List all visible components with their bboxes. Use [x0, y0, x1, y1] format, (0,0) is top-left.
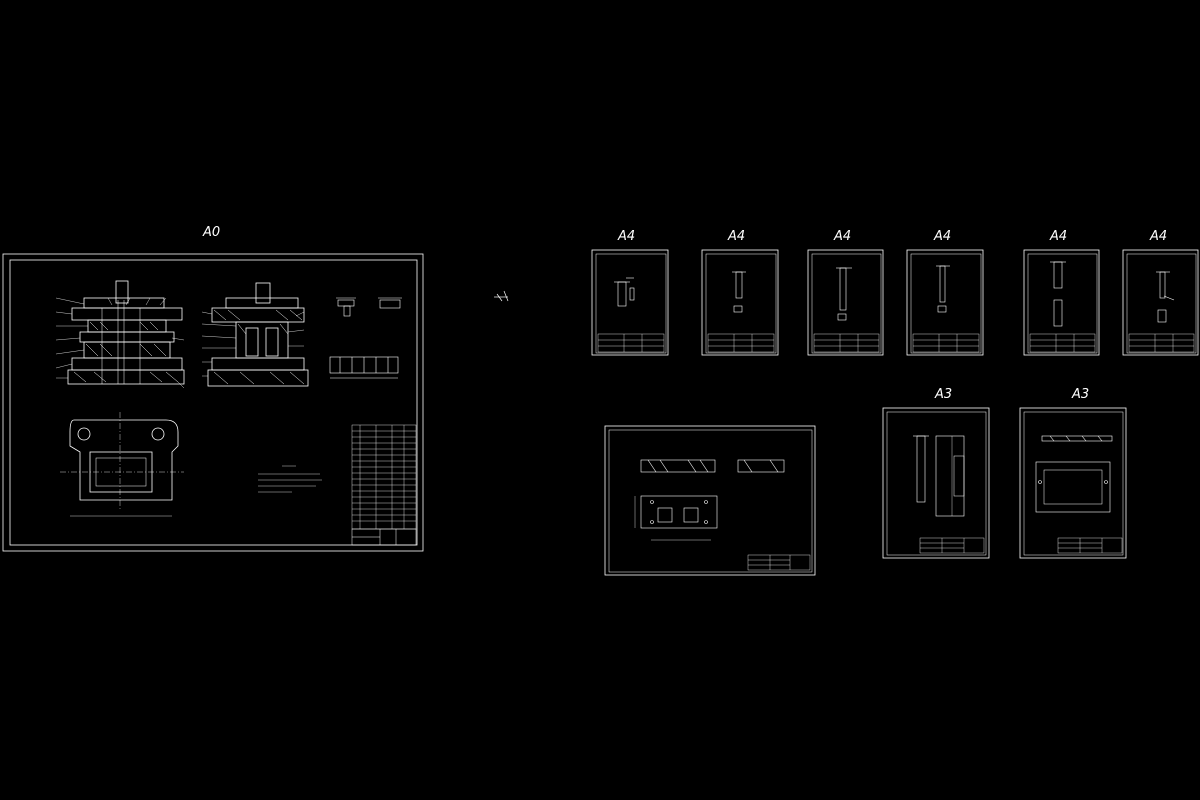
sheet-size-label: A4	[833, 229, 851, 244]
sheet-size-label: A3	[934, 387, 952, 402]
sheet-outer-border	[1019, 407, 1127, 559]
sheet-part-7[interactable]: A3	[882, 387, 990, 559]
bill-of-materials-table	[351, 424, 417, 530]
sheet-outer-border	[882, 407, 990, 559]
sheet-outer-border	[1122, 249, 1199, 356]
part-view	[732, 271, 746, 313]
sheet-inner-border	[1023, 411, 1124, 556]
die-side-section-view	[201, 282, 309, 387]
sheet-size-label: A3	[1071, 387, 1089, 402]
title-block	[597, 333, 665, 353]
sheet-inner-border	[608, 429, 813, 573]
die-front-section-view	[55, 280, 185, 389]
part-view	[913, 435, 965, 517]
sheet-size-label: A4	[933, 229, 951, 244]
title-block	[919, 537, 985, 554]
sheet-outer-border	[701, 249, 779, 356]
sheet-size-label: A4	[617, 229, 635, 244]
technical-notes	[258, 465, 322, 493]
plate-plan-view	[634, 495, 718, 541]
sheet-inner-border	[595, 253, 667, 354]
sheet-inner-border	[705, 253, 777, 354]
loose-symbol	[494, 290, 509, 302]
sheet-inner-border	[886, 411, 987, 556]
strip-layout-view	[329, 356, 399, 379]
die-plan-view	[60, 412, 184, 517]
part-view	[1050, 261, 1066, 327]
title-block	[351, 528, 417, 546]
part-view	[1035, 435, 1113, 513]
part-view	[614, 277, 635, 307]
sheet-outer-border	[807, 249, 884, 356]
title-block	[1029, 333, 1096, 353]
sheet-inner-border	[9, 259, 418, 546]
sheet-part-6[interactable]: A4	[1122, 229, 1199, 356]
title-block	[813, 333, 880, 353]
sheet-part-3[interactable]: A4	[807, 229, 884, 356]
sheet-inner-border	[1126, 253, 1197, 354]
part-view	[836, 267, 852, 321]
sheet-part-5[interactable]: A4	[1023, 229, 1100, 356]
sheet-part-4[interactable]: A4	[906, 229, 984, 356]
sheet-outer-border	[2, 253, 424, 552]
title-block	[912, 333, 980, 353]
sheet-outer-border	[906, 249, 984, 356]
sheet-part-1[interactable]: A4	[591, 229, 669, 356]
sheet-part-2[interactable]: A4	[701, 229, 779, 356]
title-block	[1128, 333, 1195, 353]
sheet-assembly[interactable]: A0	[2, 225, 424, 552]
sheet-part-8[interactable]: A3	[1019, 387, 1127, 559]
sheet-inner-border	[910, 253, 982, 354]
title-block	[1057, 537, 1123, 554]
title-block	[747, 554, 811, 571]
part-detail-sketch	[336, 297, 402, 317]
sheet-outer-border	[1023, 249, 1100, 356]
part-view	[1156, 271, 1175, 323]
sheet-size-label: A4	[1149, 229, 1167, 244]
sheet-outer-border	[591, 249, 669, 356]
part-view	[936, 265, 950, 313]
plate-section-view	[640, 459, 785, 473]
sheet-inner-border	[811, 253, 882, 354]
sheet-plate[interactable]	[604, 425, 816, 576]
sheet-size-label: A0	[202, 225, 220, 240]
sheet-inner-border	[1027, 253, 1098, 354]
sheet-size-label: A4	[1049, 229, 1067, 244]
sheet-size-label: A4	[727, 229, 745, 244]
sheet-outer-border	[604, 425, 816, 576]
title-block	[707, 333, 775, 353]
